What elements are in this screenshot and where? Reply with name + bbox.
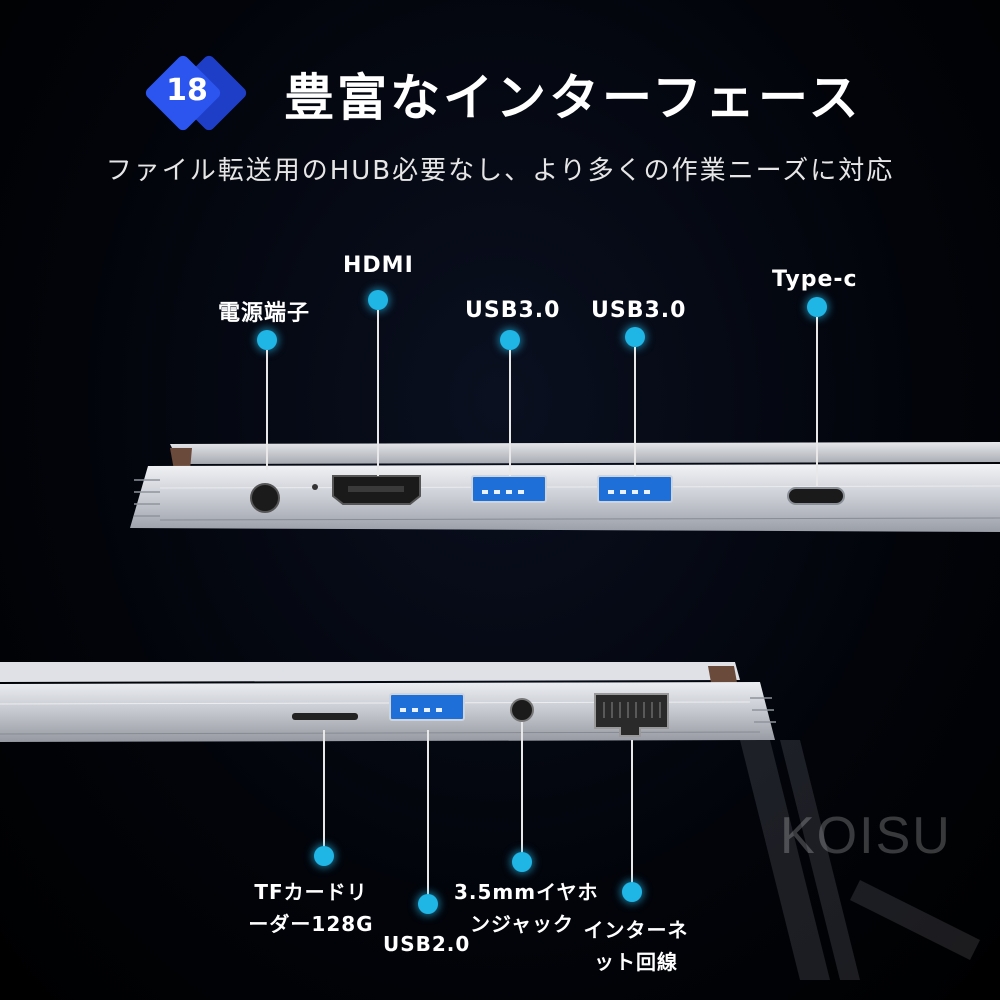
label-tf-card-line2: ーダー128G: [248, 912, 374, 936]
callout-dot-usb3-2: [625, 327, 645, 347]
audio-jack: [510, 698, 534, 722]
callout-dot-type-c: [807, 297, 827, 317]
tf-card-slot: [292, 713, 358, 720]
callout-line-power: [266, 350, 268, 470]
label-audio-jack-line1: 3.5mmイヤホ: [454, 880, 599, 904]
page-title: 豊富なインターフェース: [284, 69, 862, 127]
laptop-lid: [0, 662, 740, 682]
watermark-k-logo: [740, 740, 980, 980]
callout-dot-power: [257, 330, 277, 350]
label-ethernet-line2: ット回線: [594, 950, 678, 974]
callout-dot-ethernet: [622, 882, 642, 902]
hinge: [170, 448, 192, 470]
label-usb2: USB2.0: [383, 932, 471, 956]
page-subtitle: ファイル転送用のHUB必要なし、より多くの作業ニーズに対応: [105, 156, 895, 186]
callout-dot-usb2: [418, 894, 438, 914]
label-ethernet: インターネ ット回線: [580, 914, 692, 978]
laptop-lid: [170, 442, 1000, 464]
callout-dot-usb3-1: [500, 330, 520, 350]
usb2-port: [389, 693, 465, 721]
label-usb3-2: USB3.0: [591, 298, 687, 323]
label-audio-jack-line2: ンジャック: [470, 912, 574, 936]
label-tf-card: TFカードリ ーダー128G: [246, 876, 376, 940]
callout-dot-hdmi: [368, 290, 388, 310]
callout-line-type-c: [816, 317, 818, 487]
laptop-left-side: [130, 442, 1000, 532]
callout-line-audio: [521, 722, 523, 862]
label-type-c: Type-c: [772, 267, 858, 292]
ethernet-port: [594, 693, 669, 737]
callout-line-usb3-1: [509, 350, 511, 476]
usb3-port-1: [471, 475, 547, 503]
badge-number: 18: [166, 73, 208, 108]
label-audio-jack: 3.5mmイヤホ ンジャック: [454, 876, 599, 940]
led-indicator: [312, 484, 318, 490]
callout-dot-tf: [314, 846, 334, 866]
usb3-port-2: [597, 475, 673, 503]
callout-line-usb2: [427, 730, 429, 904]
callout-dot-audio: [512, 852, 532, 872]
type-c-port: [787, 487, 845, 505]
laptop-base: [0, 682, 775, 742]
label-usb3-1: USB3.0: [465, 298, 561, 323]
section-badge: 18: [143, 53, 249, 133]
watermark-brand: KOISU: [780, 807, 952, 865]
callout-line-tf: [323, 730, 325, 856]
label-tf-card-line1: TFカードリ: [254, 880, 368, 904]
callout-line-usb3-2: [634, 347, 636, 476]
label-hdmi: HDMI: [343, 253, 414, 278]
label-ethernet-line1: インターネ: [583, 918, 689, 942]
power-port: [250, 483, 280, 513]
callout-line-hdmi: [377, 310, 379, 476]
callout-line-ethernet: [631, 740, 633, 892]
label-power-port: 電源端子: [218, 301, 311, 326]
laptop-right-side: [0, 662, 776, 742]
